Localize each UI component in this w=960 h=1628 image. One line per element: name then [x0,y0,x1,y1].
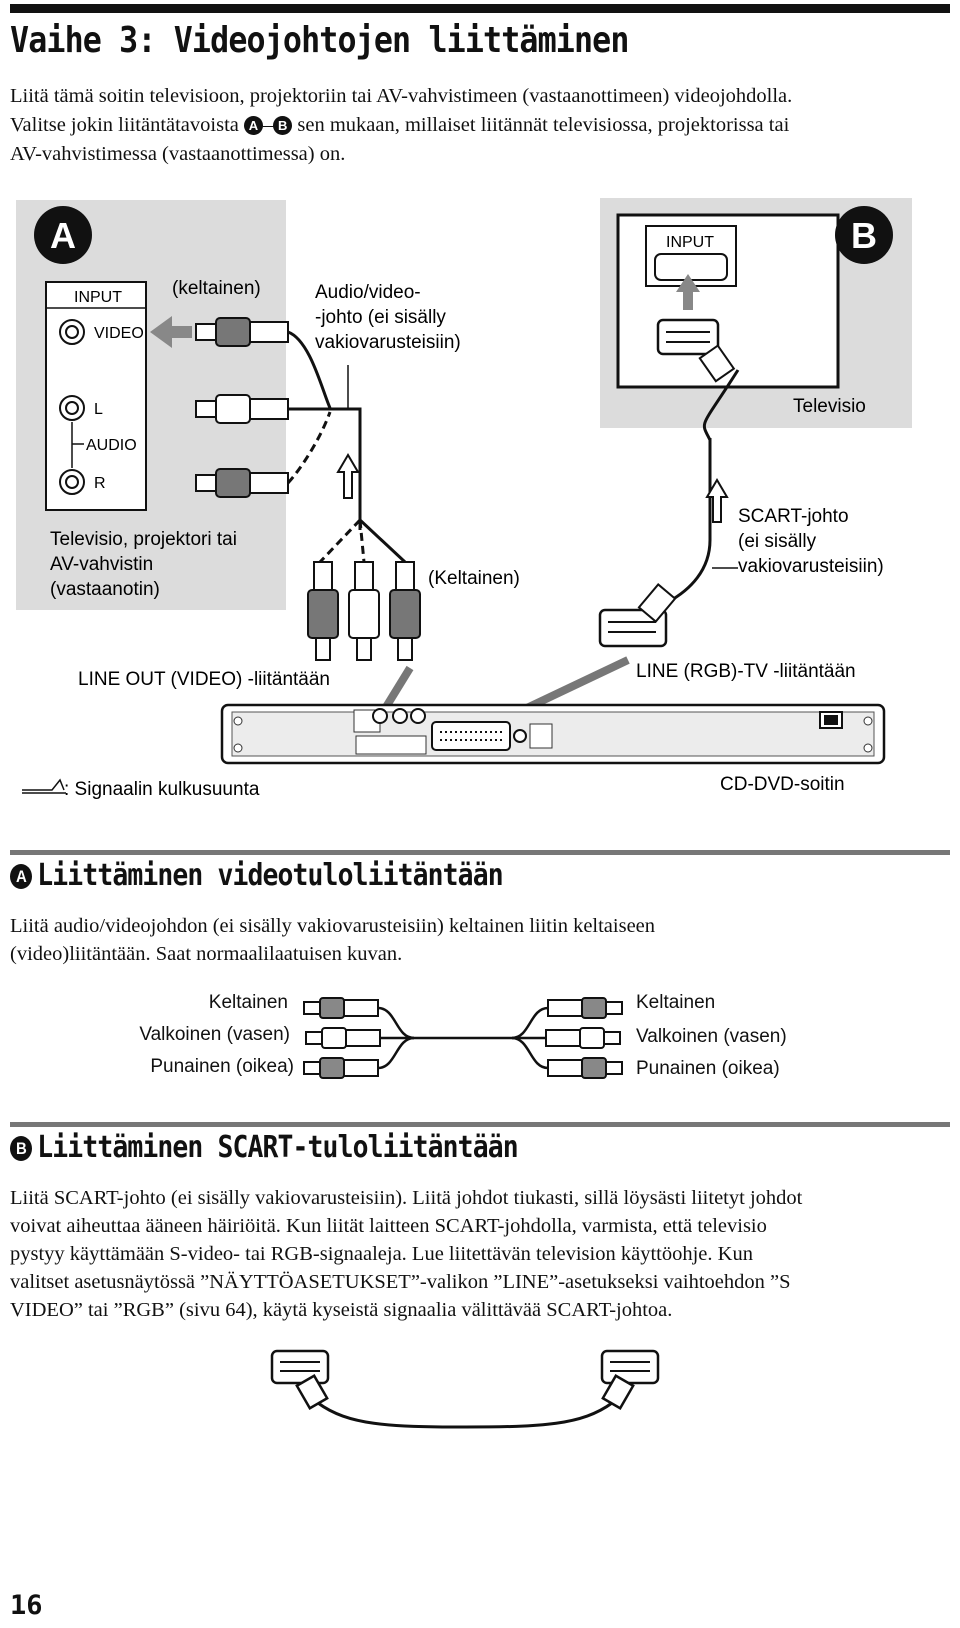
player-label: CD-DVD-soitin [720,774,845,795]
intro-line: AV-vahvistimessa (vastaanottimessa) on. [10,143,346,165]
av-cable-label: Audio/video- [315,282,421,303]
right-label-red: Punainen (oikea) [636,1058,780,1079]
signal-arrow-icon [336,453,360,499]
scart-plug-icon [270,1349,330,1410]
signal-direction-icon [22,778,65,791]
svg-text:(ei sisälly: (ei sisälly [738,531,817,552]
rca-plug-icon [303,1001,321,1015]
yellow-label-upper: (Keltainen) [428,568,520,589]
page-number: 16 [10,1590,43,1621]
section-rule [10,850,950,855]
tv-input-panel-a [45,281,147,511]
badge-a-icon: A [10,864,32,889]
rca-plug-icon [605,1001,623,1015]
l-label: L [94,401,103,418]
video-label: VIDEO [94,325,144,342]
section-b-text: Liitä SCART-johto (ei sisälly vakiovarus… [10,1187,803,1321]
section-a-text: Liitä audio/videojohdon (ei sisälly vaki… [10,915,656,965]
svg-text:(vastaanotin): (vastaanotin) [50,579,160,600]
badge-b-letter: B [851,215,877,256]
badge-a-icon: A [244,116,263,135]
badge-a-letter: A [50,215,76,256]
left-label-red: Punainen (oikea) [150,1056,294,1077]
tv-label: Televisio [793,396,866,417]
arrow-left-icon [150,316,192,348]
top-rule [10,4,950,13]
rca-plug-icon [348,561,380,661]
rca-plug-icon [603,1031,621,1045]
section-rule [10,1122,950,1127]
intro-paragraph: Liitä tämä soitin televisioon, projektor… [10,82,955,169]
av-cable-illustration [303,997,623,1079]
rca-plug-icon [307,561,339,661]
scart-cable-label: SCART-johto [738,506,849,527]
svg-text:vakiovarusteisiin): vakiovarusteisiin) [315,332,461,353]
yellow-label-lower: (keltainen) [172,278,261,299]
rca-plug-icon [605,1061,623,1075]
line-rgb-label: LINE (RGB)-TV -liitäntään [636,661,856,682]
tv-projector-label: Televisio, projektori tai [50,529,237,550]
scart-cable-illustration [270,1349,660,1429]
svg-text:AV-vahvistin: AV-vahvistin [50,554,153,575]
scart-socket [654,253,728,281]
badge-b-icon: B [10,1136,32,1161]
badge-b-icon: B [273,116,293,135]
audio-label: AUDIO [86,437,137,454]
input-label-b: INPUT [666,234,714,251]
svg-text:-johto (ei sisälly: -johto (ei sisälly [315,307,446,328]
rca-plug-icon [195,317,289,347]
page-title: Vaihe 3: Videojohtojen liittäminen [10,20,629,61]
rca-plug-icon [389,561,421,661]
left-label-yellow: Keltainen [208,992,288,1013]
input-label-a: INPUT [74,289,122,306]
rca-plug-icon [195,468,289,498]
badge-b-icon [835,206,893,264]
dvd-player [220,703,886,765]
svg-text:vakiovarusteisiin): vakiovarusteisiin) [738,556,884,577]
rca-plug-icon [305,1031,323,1045]
intro-line: Liitä tämä soitin televisioon, projektor… [10,85,793,107]
right-label-yellow: Keltainen [636,992,716,1013]
connection-diagram: A B [16,198,912,800]
r-label: R [94,475,106,492]
badge-a-icon [34,206,92,264]
scart-plug-icon [656,318,736,383]
rca-plug-icon [303,1061,321,1075]
left-label-white: Valkoinen (vasen) [139,1024,290,1045]
signal-arrow-icon [705,478,729,523]
line-out-label: LINE OUT (VIDEO) -liitäntään [78,669,330,690]
scart-plug-icon [598,583,677,648]
intro-line: Valitse jokin liitäntätavoista A–B sen m… [10,114,790,136]
right-label-white: Valkoinen (vasen) [636,1026,787,1047]
arrow-up-icon [676,274,700,310]
scart-plug-icon [600,1349,660,1410]
signal-direction-label: : Signaalin kulkusuunta [64,779,260,800]
